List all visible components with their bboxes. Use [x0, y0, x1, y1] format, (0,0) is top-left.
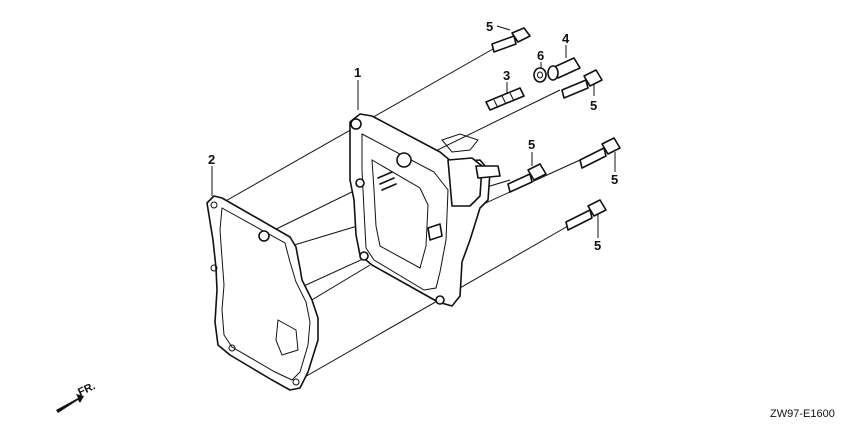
callout-5-e: 5: [594, 238, 601, 253]
callout-4: 4: [562, 31, 570, 46]
collar: [547, 57, 581, 81]
callout-5-a: 5: [486, 19, 493, 34]
callout-1: 1: [354, 65, 361, 80]
front-indicator: FR.: [76, 380, 97, 398]
callout-5-d: 5: [611, 172, 618, 187]
flange-bolt-a: [491, 27, 531, 53]
flange-bolt-e: [565, 199, 607, 231]
callout-2: 2: [208, 152, 215, 167]
callout-leaders: [211, 25, 616, 238]
flange-bolt-d: [579, 137, 621, 169]
callout-3: 3: [503, 68, 510, 83]
gasket: [206, 195, 319, 391]
callout-5-b: 5: [590, 98, 597, 113]
diagram-code: ZW97-E1600: [770, 408, 835, 420]
head-cover: [349, 113, 501, 307]
stud-pin: [485, 87, 525, 111]
washer: [533, 67, 547, 83]
flange-bolt-c: [507, 163, 547, 193]
flange-bolt-b: [561, 69, 603, 99]
callout-5-c: 5: [528, 137, 535, 152]
front-arrow-icon: [56, 394, 84, 413]
callout-6: 6: [537, 48, 544, 63]
